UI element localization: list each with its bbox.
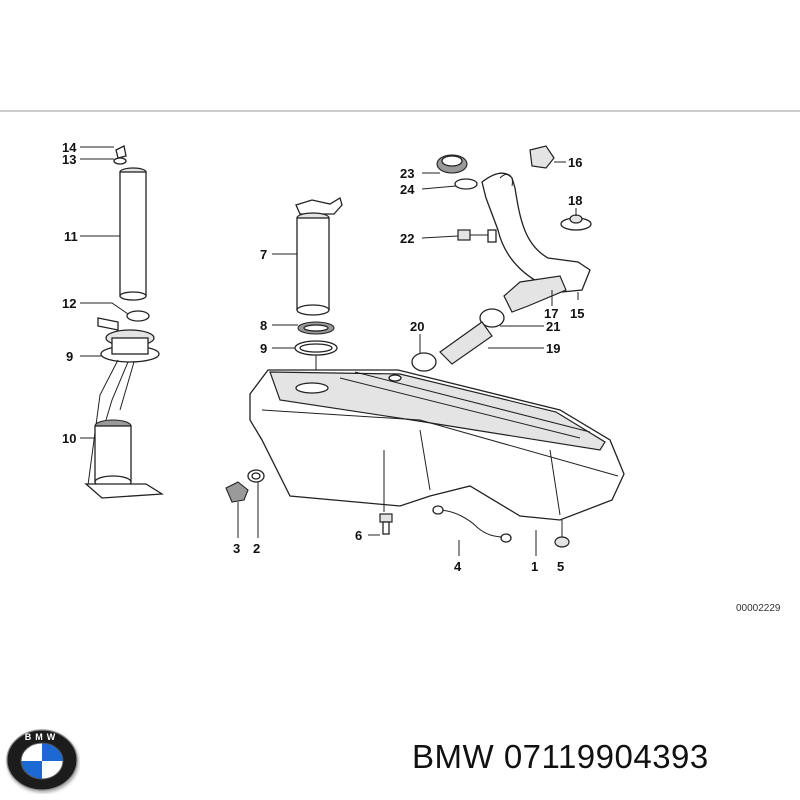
callout-24: 24 [400, 182, 415, 197]
fuel-level-sender [294, 197, 343, 392]
callout-6: 6 [355, 528, 362, 543]
callout-22: 22 [400, 231, 414, 246]
leader-lines [80, 146, 579, 556]
callout-10: 10 [62, 431, 76, 446]
callout-2: 2 [253, 541, 260, 556]
callout-5: 5 [557, 559, 564, 574]
caption-part-number: 07119904393 [503, 738, 709, 775]
callout-23: 23 [400, 166, 414, 181]
drain-plug-and-washer [225, 469, 265, 503]
fuel-tank [249, 369, 625, 521]
callout-17: 17 [544, 306, 558, 321]
callout-labels: 14 13 11 12 9 10 7 8 9 23 24 16 18 22 17… [62, 140, 781, 614]
callout-3: 3 [233, 541, 240, 556]
callout-8: 8 [260, 318, 267, 333]
diagram-reference-code: 00002229 [736, 603, 781, 614]
vent-line [432, 505, 512, 543]
callout-13: 13 [62, 152, 76, 167]
callout-15: 15 [570, 306, 584, 321]
mounting-bolt [379, 450, 393, 535]
callout-14: 14 [62, 140, 77, 155]
filler-neck-assembly [411, 145, 592, 372]
callout-7: 7 [260, 247, 267, 262]
callout-9-sender: 9 [260, 341, 267, 356]
callout-11: 11 [64, 229, 78, 244]
callout-1: 1 [531, 559, 538, 574]
callout-9-pump: 9 [66, 349, 73, 364]
caption-brand: BMW [412, 738, 495, 775]
callout-18: 18 [568, 193, 582, 208]
nut [554, 520, 570, 548]
part-caption: BMW 07119904393 [412, 738, 797, 776]
callout-16: 16 [568, 155, 582, 170]
callout-4: 4 [454, 559, 462, 574]
callout-12: 12 [62, 296, 76, 311]
callout-20: 20 [410, 319, 424, 334]
logo-lettering: BMW [25, 732, 60, 742]
fuel-pump-assembly [84, 145, 165, 499]
callout-21: 21 [546, 319, 560, 334]
callout-19: 19 [546, 341, 560, 356]
bmw-logo: BMW [6, 729, 78, 791]
